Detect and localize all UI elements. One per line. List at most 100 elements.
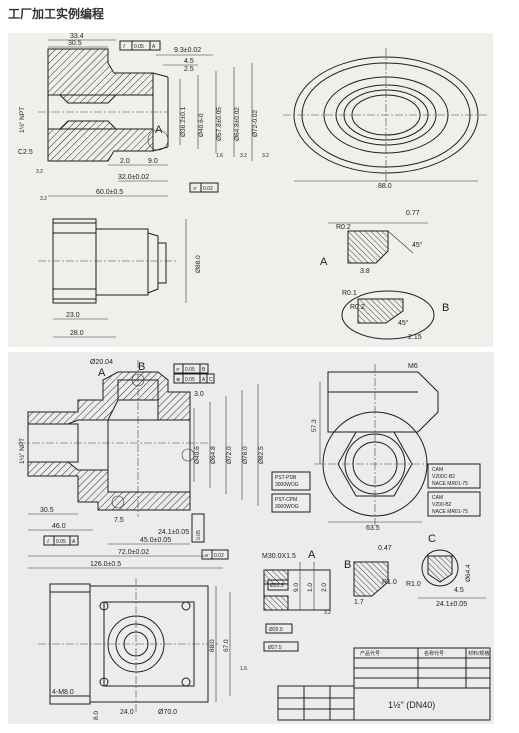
dim-30-5: 30.5 [68,40,82,47]
vertical-dimensions: Ø36.2±0.1 Ø40.6-0 Ø57.8±0.05 Ø64.8±0.02 … [18,63,259,161]
svg-text:B: B [202,367,206,373]
svg-text:⌭: ⌭ [205,553,209,559]
svg-text:A: A [202,377,206,383]
detail-b2-dim-17: 1.7 [354,599,364,606]
svg-text:0.05: 0.05 [134,44,144,50]
detail-b: R0.1 R0.2 2.15 45° B [341,290,449,341]
side-view-concentric: 88.0 [283,48,488,190]
tb-size: 1½" (DN40) [388,700,435,710]
dim2-dia-64-8: Ø64.8 [210,446,217,464]
detail-b-dim-r01: R0.1 [342,290,357,297]
thread-view-letter: A [308,549,316,561]
bottom-flange-view: 88.0 67.0 4-M8.0 8.0 24.0 Ø70.0 1.6 [38,578,247,720]
svg-text:C: C [209,377,213,383]
svg-text:CAM: CAM [432,467,443,473]
dim-67-0: 67.0 [223,639,230,652]
svg-text:0.02: 0.02 [203,186,213,192]
svg-text:3000WOG: 3000WOG [275,504,299,510]
dim-8-0: 8.0 [93,711,100,720]
dim-3-0: 3.0 [194,391,204,398]
gdt-small-2: 0.05 [191,513,205,543]
cam-boxes: CAM V200C-B2 NACE MR01-75 CAM V200-B2 NA… [427,463,481,517]
detail-b2-dim-r1: R1.0 [382,579,397,586]
svg-text:⌭: ⌭ [176,367,180,373]
svg-text:A: A [72,539,76,545]
detail-b2-letter: B [344,559,351,571]
dim-dia-64-8: Ø64.8±0.02 [234,107,241,141]
dim2-dia-40-6: Ø40.6 [194,446,201,464]
top-dimensions: 33.4 30.5 ⫽ 0.05 A 9.3±0.02 4.5 2.5 [48,33,213,73]
gdt-frame-parallel: ⫽ 0.05 A [119,40,161,51]
dim-88-0-b: 88.0 [209,639,216,652]
tb-header-1: 产品代号 [360,650,380,657]
svg-text:3000WOG: 3000WOG [275,482,299,488]
main-section-view: A [38,48,169,162]
detail-a: 0.77 R0.2 3.8 45° A [320,210,428,275]
dim-dia-88: Ø88.0 [195,255,202,273]
title-block: 产品代号 名称代号 材料/规格 1½" (DN40) [277,647,491,721]
roughness-2: 3.2 [40,196,47,202]
dim-2-0-b: 2.0 [321,583,328,592]
detail-marker-b: B [138,361,145,373]
dim2-30-5: 30.5 [40,507,54,514]
svg-text:V200C-B2: V200C-B2 [432,474,455,480]
dim-dia-40-6: Ø40.6-0 [198,113,205,137]
svg-text:CAM: CAM [432,495,443,501]
svg-text:NACE MR01-75: NACE MR01-75 [432,481,468,487]
drawing-photo-2: 1½" NPT Ø20.04 A B 3.0 ⌭ 0.05 B ⊕ 0.05 A… [8,352,494,724]
dim2-45-0: 45.0±0.05 [140,537,171,544]
lower-section-view: Ø88.0 23.0 28.0 [38,218,202,338]
gdt-frame-2: ⊕ 0.05 A C [173,373,215,384]
roughness-1: 3.2 [36,169,43,175]
dim-57-3: 57.3 [311,419,318,432]
dim-1-0: 1.0 [307,583,314,592]
tb-header-3: 材料/规格 [468,650,489,657]
dim-dia-72: Ø72-0.02 [252,110,259,137]
detail-c-dim-24-1: 24.1±0.05 [436,601,467,608]
svg-text:⫽: ⫽ [122,44,126,50]
detail-c-dim-64-4: Ø64.4 [465,564,472,582]
bottom-dimensions-2: 30.5 46.0 7.5 24.1±0.05 45.0±0.05 72.0±0… [28,507,229,569]
dim2-24-1: 24.1±0.05 [158,529,189,536]
note-boxes: PST-PDB 3000WOG PST-CPM 3000WOG [271,471,311,513]
dim2-126-0: 126.0±0.5 [90,561,121,568]
chamfer-c2-5: C2.5 [18,149,33,156]
gdt-frame-flatness: ⌭ 0.02 [189,182,219,193]
svg-text:0.05: 0.05 [185,377,195,383]
dim2-46-0: 46.0 [52,523,66,530]
vertical-dimensions-2: Ø40.6 Ø64.8 Ø72.0 Ø76.0 Ø82.5 [193,384,265,506]
detail-marker-a: A [98,367,106,379]
svg-text:A: A [152,44,156,50]
dim-m30: M30.0X1.5 [262,553,296,560]
svg-text:0.05: 0.05 [56,539,66,545]
dim-dia-70: Ø70.0 [158,709,177,716]
thread-label-2: 1½" NPT [18,438,26,464]
detail-b-letter: B [442,302,449,314]
dim-24-0: 24.0 [120,709,134,716]
drawing-2-svg: 1½" NPT Ø20.04 A B 3.0 ⌭ 0.05 B ⊕ 0.05 A… [18,359,491,721]
drawing-photo-1: A 33.4 30.5 ⫽ 0.05 A 9.3±0.02 4.5 2.5 Ø3… [8,33,493,347]
right-circular-view: M6 57.3 63.5 [311,363,439,532]
detail-c-dim-4-5: 4.5 [454,587,464,594]
detail-a-dim-077: 0.77 [406,210,420,217]
detail-a-dim-38: 3.8 [360,268,370,275]
dim-33-4: 33.4 [70,33,84,40]
svg-text:0.02: 0.02 [214,553,224,559]
dim-2-5: 2.5 [184,66,194,73]
svg-text:⊕: ⊕ [176,377,180,383]
dim-32-0: 32.0±0.02 [118,174,149,181]
detail-b-dim-45: 45° [398,319,409,327]
detail-c-letter: C [428,533,436,545]
dim-4-m8: 4-M8.0 [52,689,74,696]
detail-a-marker: A [155,124,163,136]
dim-28-0: 28.0 [70,330,84,337]
roughness-5: 3.2 [262,153,269,159]
dim-60-0: 60.0±0.5 [96,189,123,196]
svg-text:NACE MR01-75: NACE MR01-75 [432,509,468,515]
detail-b-dim-215: 2.15 [408,334,422,341]
dim-63-5: 63.5 [366,525,380,532]
thread-label: 1½" NPT [18,107,26,133]
detail-a-dim-45: 45° [412,241,423,249]
detail-c-dim-r1: R1.0 [406,581,421,588]
detail-a-dim-r02: R0.2 [336,224,351,231]
